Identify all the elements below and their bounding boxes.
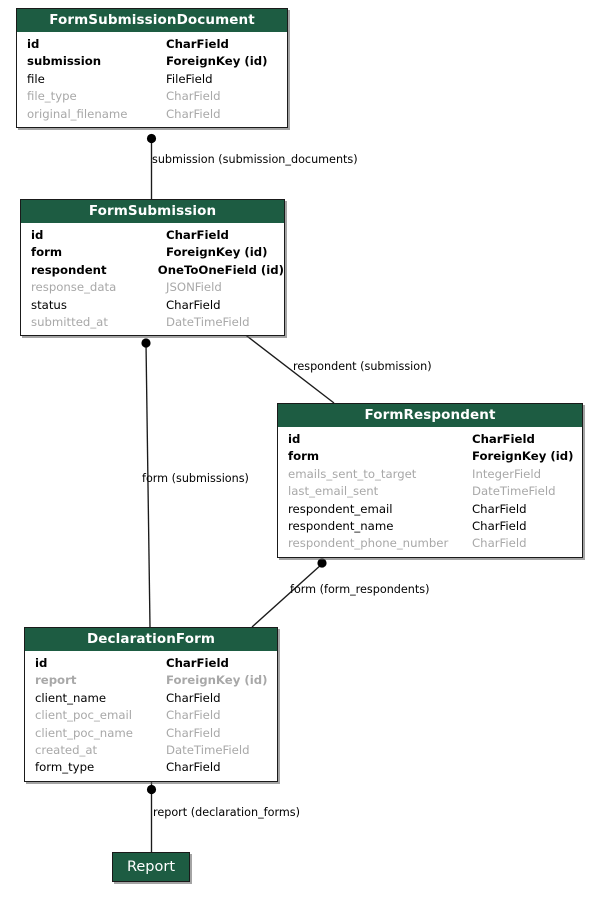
field-type: DateTimeField [166, 742, 250, 757]
field-name: client_poc_name [35, 725, 133, 740]
field-name: report [35, 673, 77, 688]
field-row: original_filename CharField [17, 106, 287, 123]
field-type: CharField [166, 37, 229, 51]
field-name: id [35, 656, 48, 670]
field-type: CharField [166, 228, 229, 242]
field-type: ForeignKey (id) [166, 673, 268, 688]
field-name: id [288, 432, 301, 446]
field-name: status [31, 297, 67, 312]
field-row: respondent_phone_number CharField [278, 535, 582, 552]
relationship-endpoint-dot-rel-submission [146, 133, 157, 144]
field-row: id CharField [17, 36, 287, 53]
field-row: file FileField [17, 71, 287, 88]
field-type: ForeignKey (id) [472, 449, 574, 464]
field-type: CharField [166, 708, 221, 723]
field-name: id [27, 37, 40, 51]
field-name: file [27, 71, 45, 86]
field-type: IntegerField [472, 466, 542, 481]
field-name: last_email_sent [288, 484, 379, 499]
field-type: ForeignKey (id) [166, 54, 268, 69]
field-row: submitted_at DateTimeField [21, 314, 284, 331]
field-row: file_type CharField [17, 88, 287, 105]
field-type: DateTimeField [472, 484, 556, 499]
field-name: submission [27, 54, 102, 69]
field-row: respondent_email CharField [278, 501, 582, 518]
field-type: CharField [166, 656, 229, 670]
field-name: respondent [31, 262, 107, 277]
relationship-label-rel-submission: submission (submission_documents) [152, 153, 358, 166]
field-name: respondent_phone_number [288, 536, 449, 551]
field-row: respondent_name CharField [278, 518, 582, 535]
field-row: form ForeignKey (id) [278, 448, 582, 465]
relationship-endpoint-dot-rel-form-submissions [141, 338, 151, 348]
field-name: created_at [35, 742, 98, 757]
field-row: emails_sent_to_target IntegerField [278, 466, 582, 483]
relationship-endpoint-dot-rel-report [146, 784, 157, 795]
field-row: response_data JSONField [21, 279, 284, 296]
field-name: respondent_name [288, 518, 394, 533]
field-row: id CharField [25, 655, 277, 672]
field-row: client_name CharField [25, 690, 277, 707]
field-row: created_at DateTimeField [25, 742, 277, 759]
field-type: CharField [166, 690, 221, 705]
field-row: form_type CharField [25, 759, 277, 776]
field-type: DateTimeField [166, 314, 250, 329]
field-type: CharField [472, 432, 535, 446]
field-name: respondent_email [288, 501, 393, 516]
entity-title-form_submission_document: FormSubmissionDocument [17, 9, 287, 32]
field-name: original_filename [27, 106, 128, 121]
field-name: response_data [31, 280, 117, 295]
field-type: CharField [166, 760, 221, 775]
field-name: form_type [35, 760, 95, 775]
field-name: client_name [35, 690, 107, 705]
field-name: form [288, 449, 320, 464]
relationship-label-rel-form-respondents: form (form_respondents) [290, 583, 430, 596]
field-name: client_poc_email [35, 708, 133, 723]
field-row: submission ForeignKey (id) [17, 53, 287, 70]
field-row: respondent OneToOneField (id) [21, 262, 284, 279]
field-name: form [31, 245, 63, 260]
entity-title-declaration_form: DeclarationForm [25, 628, 277, 651]
field-name: file_type [27, 89, 77, 104]
field-type: ForeignKey (id) [166, 245, 268, 260]
field-row: client_poc_name CharField [25, 725, 277, 742]
field-row: id CharField [278, 431, 582, 448]
field-type: CharField [166, 297, 221, 312]
field-name: id [31, 228, 44, 242]
field-row: status CharField [21, 297, 284, 314]
entity-title-form_submission: FormSubmission [21, 200, 284, 223]
field-type: JSONField [166, 280, 222, 295]
field-type: CharField [472, 501, 527, 516]
field-name: emails_sent_to_target [288, 466, 417, 481]
field-type: OneToOneField (id) [157, 262, 284, 277]
field-type: CharField [166, 106, 221, 121]
entity-title-form_respondent: FormRespondent [278, 404, 582, 427]
field-type: CharField [472, 518, 527, 533]
node-report[interactable]: Report [112, 852, 190, 882]
field-name: submitted_at [31, 314, 108, 329]
field-row: report ForeignKey (id) [25, 672, 277, 689]
relationship-endpoint-dot-rel-form-respondents [317, 558, 327, 568]
field-type: CharField [166, 725, 221, 740]
field-type: FileField [166, 71, 213, 86]
field-row: last_email_sent DateTimeField [278, 483, 582, 500]
field-row: id CharField [21, 227, 284, 244]
field-type: CharField [166, 89, 221, 104]
relationship-line-rel-form-submissions [145, 342, 151, 628]
relationship-label-rel-respondent: respondent (submission) [293, 360, 432, 373]
relationship-label-rel-report: report (declaration_forms) [153, 806, 300, 819]
relationship-label-rel-form-submissions: form (submissions) [142, 472, 249, 485]
field-row: client_poc_email CharField [25, 707, 277, 724]
field-type: CharField [472, 536, 527, 551]
field-row: form ForeignKey (id) [21, 244, 284, 261]
